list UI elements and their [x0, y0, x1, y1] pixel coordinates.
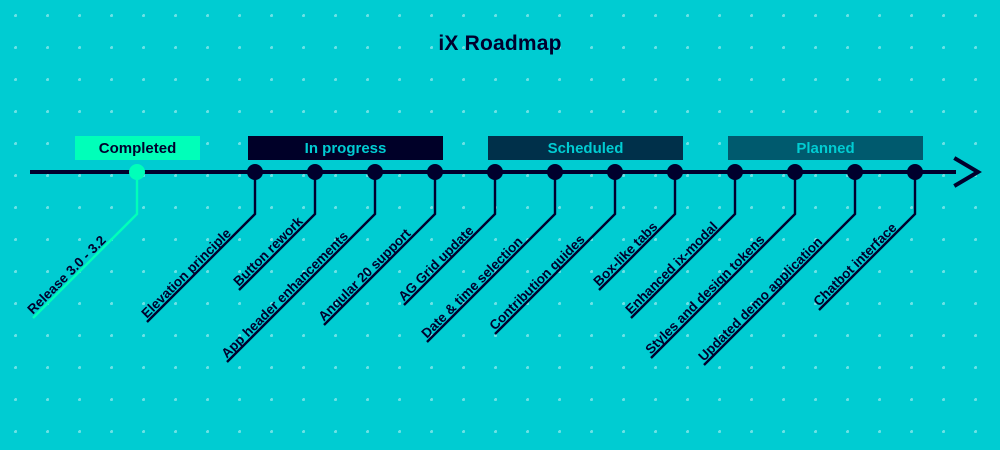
milestone-marker[interactable]: [787, 164, 803, 180]
milestone-leader-line: [426, 172, 557, 343]
milestone-leader-line: [146, 172, 257, 323]
phase-bar-planned[interactable]: Planned: [728, 136, 923, 160]
milestone-leader-line: [630, 172, 737, 319]
timeline-axis-group: [30, 156, 982, 188]
milestone-marker-group: [129, 164, 923, 180]
milestone-marker[interactable]: [847, 164, 863, 180]
milestone-marker[interactable]: [667, 164, 683, 180]
milestone-leader-line: [598, 172, 677, 291]
phase-bar-completed[interactable]: Completed: [75, 136, 200, 160]
milestone-leader-line: [703, 172, 857, 366]
milestone-marker[interactable]: [427, 164, 443, 180]
milestone-marker[interactable]: [907, 164, 923, 180]
milestone-marker[interactable]: [307, 164, 323, 180]
phase-bar-label: Completed: [98, 139, 177, 157]
phase-bar-in-progress[interactable]: In progress: [248, 136, 443, 160]
milestone-leader-line: [403, 172, 497, 306]
milestone-marker[interactable]: [129, 164, 145, 180]
milestone-marker[interactable]: [547, 164, 563, 180]
milestone-leader-line: [323, 172, 437, 326]
milestone-leader-line: [32, 172, 139, 319]
milestone-marker[interactable]: [727, 164, 743, 180]
milestone-marker[interactable]: [487, 164, 503, 180]
page-title: iX Roadmap: [438, 32, 562, 55]
milestone-marker[interactable]: [247, 164, 263, 180]
milestone-leader-line: [818, 172, 917, 311]
phase-bar-label: In progress: [304, 139, 387, 157]
milestone-leader-line: [226, 172, 377, 363]
milestone-marker[interactable]: [607, 164, 623, 180]
leader-line-group: [32, 172, 917, 366]
milestone-leader-line: [494, 172, 617, 335]
phase-bar-scheduled[interactable]: Scheduled: [488, 136, 683, 160]
milestone-leader-line: [238, 172, 317, 291]
arrow-right-icon: [953, 156, 982, 188]
phase-bar-label: Planned: [796, 139, 855, 157]
milestone-leader-line: [650, 172, 797, 359]
milestone-marker[interactable]: [367, 164, 383, 180]
phase-bar-label: Scheduled: [547, 139, 624, 157]
